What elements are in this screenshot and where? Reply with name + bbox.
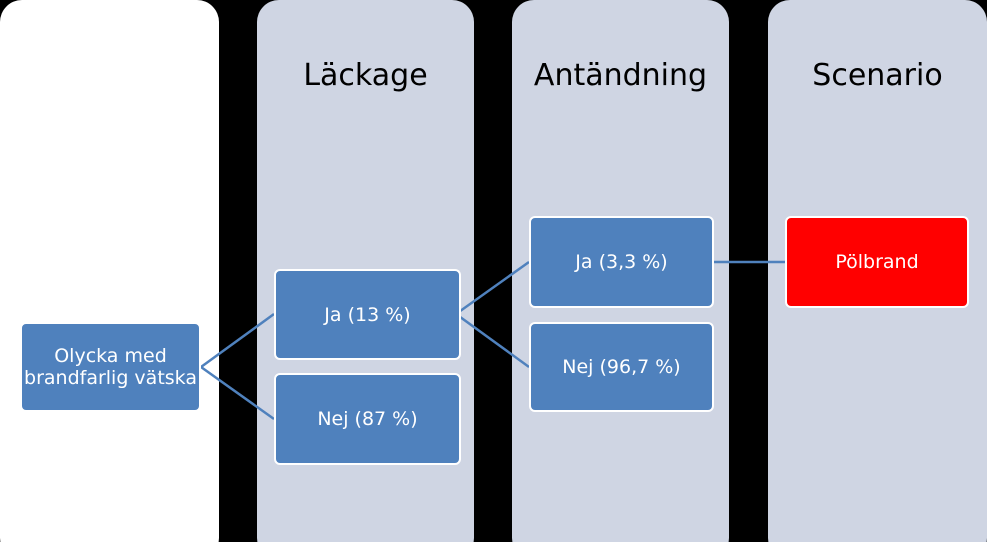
node-scenario-polbrand: Pölbrand — [785, 216, 969, 308]
column-title-lackage: Läckage — [303, 58, 428, 93]
node-scenario-label: Pölbrand — [835, 251, 919, 273]
node-lackage-ja-label: Ja (13 %) — [324, 303, 411, 326]
node-olycka: Olycka med brandfarlig vätska — [20, 322, 201, 412]
column-title-scenario: Scenario — [812, 58, 943, 93]
node-antandning-ja-label: Ja (3,3 %) — [575, 251, 668, 273]
column-start — [0, 0, 219, 542]
node-lackage-nej: Nej (87 %) — [274, 373, 461, 465]
node-lackage-ja: Ja (13 %) — [274, 269, 461, 360]
node-antandning-ja: Ja (3,3 %) — [529, 216, 714, 308]
node-antandning-nej-label: Nej (96,7 %) — [562, 356, 681, 378]
node-antandning-nej: Nej (96,7 %) — [529, 322, 714, 412]
node-lackage-nej-label: Nej (87 %) — [317, 408, 418, 430]
column-title-antandning: Antändning — [533, 58, 708, 93]
node-olycka-label: Olycka med brandfarlig vätska — [24, 345, 197, 389]
